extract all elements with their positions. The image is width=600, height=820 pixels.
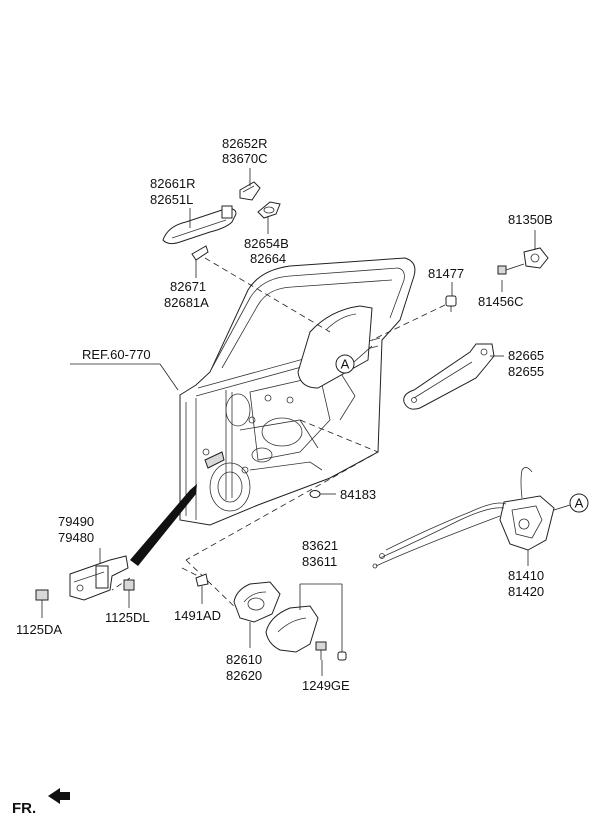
label-81350b: 81350B <box>508 212 553 227</box>
cap-83611-part <box>337 651 347 661</box>
label-82671: 82671 <box>170 279 206 294</box>
label-82654b: 82654B <box>244 236 289 251</box>
door-latch-assembly-part <box>499 467 555 551</box>
label-81410: 81410 <box>508 568 544 583</box>
label-83611: 83611 <box>302 554 337 569</box>
plug-84183-part <box>309 490 321 498</box>
label-83670c: 83670C <box>222 151 268 166</box>
rear-door-panel <box>179 257 416 526</box>
inside-handle-bezel-part <box>265 605 319 653</box>
bolt-81477-part <box>445 295 457 312</box>
label-82661r: 82661R <box>150 176 196 191</box>
guide-lines <box>111 257 446 611</box>
screw-81456c-part <box>497 263 525 275</box>
label-83621: 83621 <box>302 538 338 553</box>
part-labels: 82652R 83670C 82661R 82651L 82654B 82664… <box>16 136 553 693</box>
callout-a-latch: A <box>553 493 589 513</box>
label-1249ge: 1249GE <box>302 678 350 693</box>
checker-arrow <box>130 484 197 566</box>
fr-label: FR. <box>12 800 36 817</box>
label-1491ad: 1491AD <box>174 608 221 623</box>
screw-1249ge-part <box>315 641 327 660</box>
handle-gasket-part <box>257 201 281 219</box>
inside-handle-housing-part <box>233 581 281 623</box>
key-cylinder-part <box>523 247 549 269</box>
bolt-1125da-part <box>35 589 49 606</box>
handle-clip-part <box>191 245 209 261</box>
label-ref: REF.60-770 <box>82 347 151 362</box>
label-1125dl: 1125DL <box>105 610 150 625</box>
label-82665: 82665 <box>508 348 544 363</box>
label-82620: 82620 <box>226 668 262 683</box>
callout-a-latch-text: A <box>575 496 584 511</box>
label-82652r: 82652R <box>222 136 268 151</box>
label-82681a: 82681A <box>164 295 209 310</box>
label-79490: 79490 <box>58 514 94 529</box>
handle-cap-part <box>239 181 261 201</box>
outside-handle-frame-part <box>403 343 495 410</box>
label-1125da: 1125DA <box>16 622 62 637</box>
door-checker-part <box>69 555 129 601</box>
label-82651l: 82651L <box>150 192 193 207</box>
outside-handle-cover-part <box>162 205 237 245</box>
label-82664: 82664 <box>250 251 286 266</box>
label-82610: 82610 <box>226 652 262 667</box>
label-81477: 81477 <box>428 266 464 281</box>
leader-lines <box>41 168 536 676</box>
callout-a-door-text: A <box>341 357 350 372</box>
front-direction-marker: FR. <box>12 788 70 817</box>
label-79480: 79480 <box>58 530 94 545</box>
label-82655: 82655 <box>508 364 544 379</box>
label-81456c: 81456C <box>478 294 524 309</box>
label-84183: 84183 <box>340 487 376 502</box>
fr-arrow-icon <box>48 788 70 804</box>
callout-a-door: A <box>335 345 373 374</box>
label-81420: 81420 <box>508 584 544 599</box>
clip-1491ad-part <box>195 573 209 587</box>
latch-cables <box>372 502 507 569</box>
bolt-1125dl-part <box>123 579 135 600</box>
